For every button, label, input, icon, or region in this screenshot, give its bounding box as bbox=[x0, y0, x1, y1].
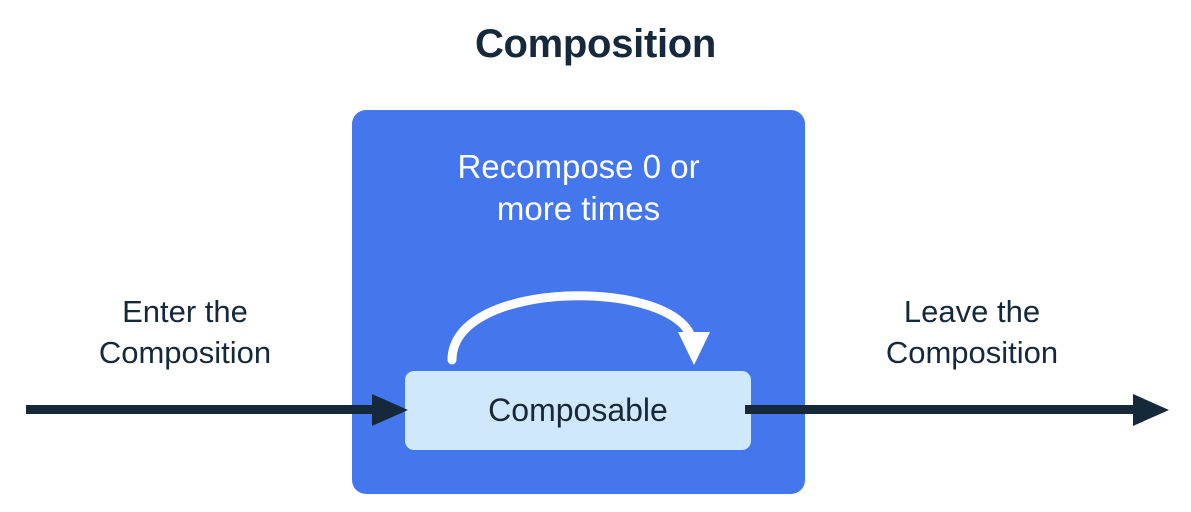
enter-flow-arrow-icon bbox=[26, 394, 408, 426]
leave-composition-label-line-1: Leave the bbox=[903, 294, 1041, 329]
page-title: Composition bbox=[474, 22, 717, 66]
enter-composition-label: Enter the Composition bbox=[35, 291, 335, 373]
leave-composition-label: Leave the Composition bbox=[822, 291, 1122, 373]
enter-composition-label-line-1: Enter the bbox=[122, 294, 248, 329]
composable-label: Composable bbox=[488, 392, 668, 428]
leave-flow-arrow-icon bbox=[745, 394, 1169, 426]
recompose-caption-line-1: Recompose 0 or bbox=[457, 148, 700, 185]
recompose-caption-line-2: more times bbox=[496, 190, 661, 227]
enter-composition-label-line-2: Composition bbox=[98, 335, 272, 370]
recompose-loop-arrow-icon bbox=[447, 291, 710, 365]
composable-box[interactable]: Composable bbox=[405, 371, 751, 450]
recompose-caption: Recompose 0 or more times bbox=[372, 146, 785, 230]
leave-composition-label-line-2: Composition bbox=[885, 335, 1059, 370]
